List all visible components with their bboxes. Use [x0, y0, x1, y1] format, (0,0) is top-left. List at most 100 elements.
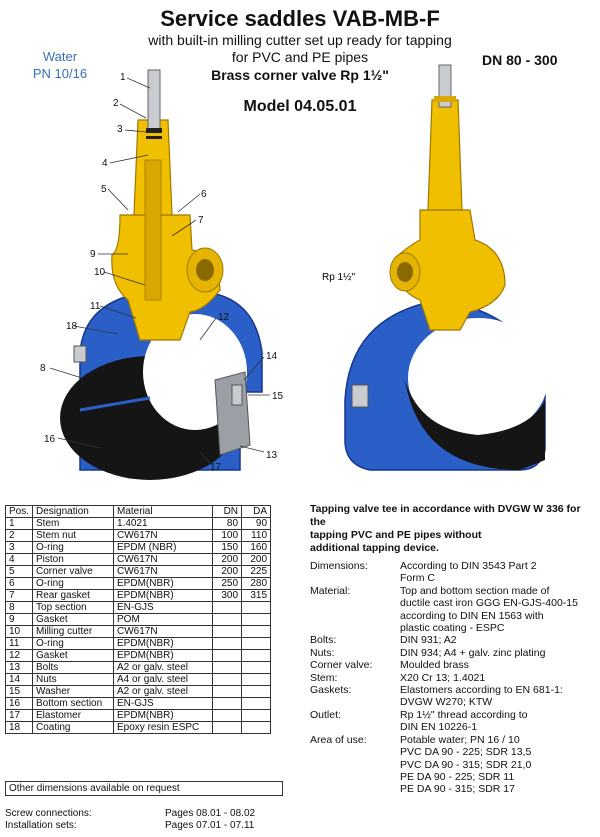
outlet-size-label: Rp 1½" [322, 272, 355, 283]
cell-pos: 18 [4, 721, 34, 734]
spec-value-line: plastic coating - ESPC [400, 622, 505, 635]
callout-number: 9 [90, 249, 96, 260]
cell-material: EPDM(NBR) [113, 649, 214, 662]
intro-text: Tapping valve tee in accordance with DVG… [310, 503, 595, 555]
callout-number: 11 [90, 301, 101, 312]
subtitle-line-1: with built-in milling cutter set up read… [148, 32, 452, 48]
cell-dn: 250 [212, 577, 243, 590]
valve-neck-right [427, 99, 463, 211]
model-number: Model 04.05.01 [243, 98, 357, 115]
cell-da: 110 [241, 529, 272, 542]
stem-left [147, 69, 161, 131]
callout-number: 8 [40, 363, 46, 374]
cell-pos: 8 [4, 601, 34, 614]
cell-dn: 200 [212, 565, 243, 578]
spec-value: Moulded brass [400, 659, 598, 671]
cell-da: 315 [241, 589, 272, 602]
cell-designation: Stem [32, 517, 115, 530]
cell-da [241, 613, 272, 626]
subtitle-line-2: for PVC and PE pipes [231, 49, 369, 65]
cell-pos: 2 [4, 529, 34, 542]
bolt-right [231, 384, 243, 406]
clamp-right-part [214, 371, 251, 456]
spec-value-line: DIN EN 10226-1 [400, 721, 478, 734]
cell-da [241, 709, 272, 722]
cell-designation: Stem nut [32, 529, 115, 542]
cell-pos: 11 [4, 637, 34, 650]
reference-value: Pages 07.01 - 07.11 [165, 820, 255, 831]
cell-material: CW617N [113, 625, 214, 638]
cell-pos: 6 [4, 577, 34, 590]
page-references: Screw connections:Pages 08.01 - 08.02 In… [5, 808, 255, 832]
spec-value-line: DIN 934; A4 + galv. zinc plating [400, 646, 546, 659]
cell-designation: Milling cutter [32, 625, 115, 638]
cell-da [241, 673, 272, 686]
spec-value-line: According to DIN 3543 Part 2 [400, 560, 537, 572]
intro-line: additional tapping device. [310, 542, 439, 554]
cell-pos: 16 [4, 697, 34, 710]
cutaway-view [60, 69, 263, 480]
cell-dn [212, 625, 243, 638]
reference-value: Pages 08.01 - 08.02 [165, 808, 256, 819]
cell-da [241, 661, 272, 674]
spec-value-line: PVC DA 90 - 315; SDR 21,0 [400, 758, 532, 771]
cell-da [241, 649, 272, 662]
callout-number: 13 [266, 450, 278, 461]
cell-material: EPDM(NBR) [113, 709, 214, 722]
spec-label: Corner valve: [310, 659, 373, 672]
cell-da: 225 [241, 565, 272, 578]
callout-number: 15 [272, 391, 284, 402]
spec-label: Stem: [310, 671, 338, 684]
cell-designation: Top section [32, 601, 115, 614]
cell-material: EPDM(NBR) [113, 577, 214, 590]
spec-row: Stem: X20 Cr 13; 1.4021 [310, 672, 598, 684]
reference-row: Installation sets:Pages 07.01 - 07.11 [5, 820, 255, 832]
spec-value-line: ductile cast iron GGG EN-GJS-400-15 [400, 597, 578, 610]
cell-da [241, 601, 272, 614]
cell-designation: Bolts [32, 661, 115, 674]
intro-line: Tapping valve tee in accordance with DVG… [310, 503, 581, 528]
callout-number: 16 [44, 434, 56, 445]
spec-value-line: X20 Cr 13; 1.4021 [400, 671, 486, 684]
cell-designation: Elastomer [32, 709, 115, 722]
cell-da: 280 [241, 577, 272, 590]
cell-pos: 5 [4, 565, 34, 578]
spec-value: DIN 931; A2 [400, 634, 598, 646]
spec-row: Gaskets:Elastomers according to EN 681-1… [310, 684, 598, 709]
bolt-right-view [351, 384, 369, 408]
spec-row: Nuts:DIN 934; A4 + galv. zinc plating [310, 647, 598, 659]
cell-designation: Bottom section [32, 697, 115, 710]
intro-line: tapping PVC and PE pipes without [310, 529, 482, 541]
cell-designation: O-ring [32, 577, 115, 590]
cell-dn [212, 709, 243, 722]
spec-row: Bolts:DIN 931; A2 [310, 634, 598, 646]
cell-pos: 10 [4, 625, 34, 638]
cell-designation: Rear gasket [32, 589, 115, 602]
spec-value-line: according to DIN EN 1563 with [400, 609, 544, 622]
callout-number: 6 [201, 189, 207, 200]
table-header-row: Pos. Designation Material DN DA [4, 505, 272, 518]
cell-dn [212, 697, 243, 710]
spec-value-line: DVGW W270; KTW [400, 696, 493, 709]
cell-material: EPDM(NBR) [113, 589, 214, 602]
callout-leaders [49, 77, 270, 464]
reference-row: Screw connections:Pages 08.01 - 08.02 [5, 808, 255, 820]
spec-value: Elastomers according to EN 681-1:DVGW W2… [400, 684, 598, 709]
spec-value-line: Potable water; PN 16 / 10 [400, 733, 520, 746]
cell-dn [212, 601, 243, 614]
cell-material: POM [113, 613, 214, 626]
cell-designation: Piston [32, 553, 115, 566]
spec-value-line: PE DA 90 - 225; SDR 11 [400, 770, 515, 783]
